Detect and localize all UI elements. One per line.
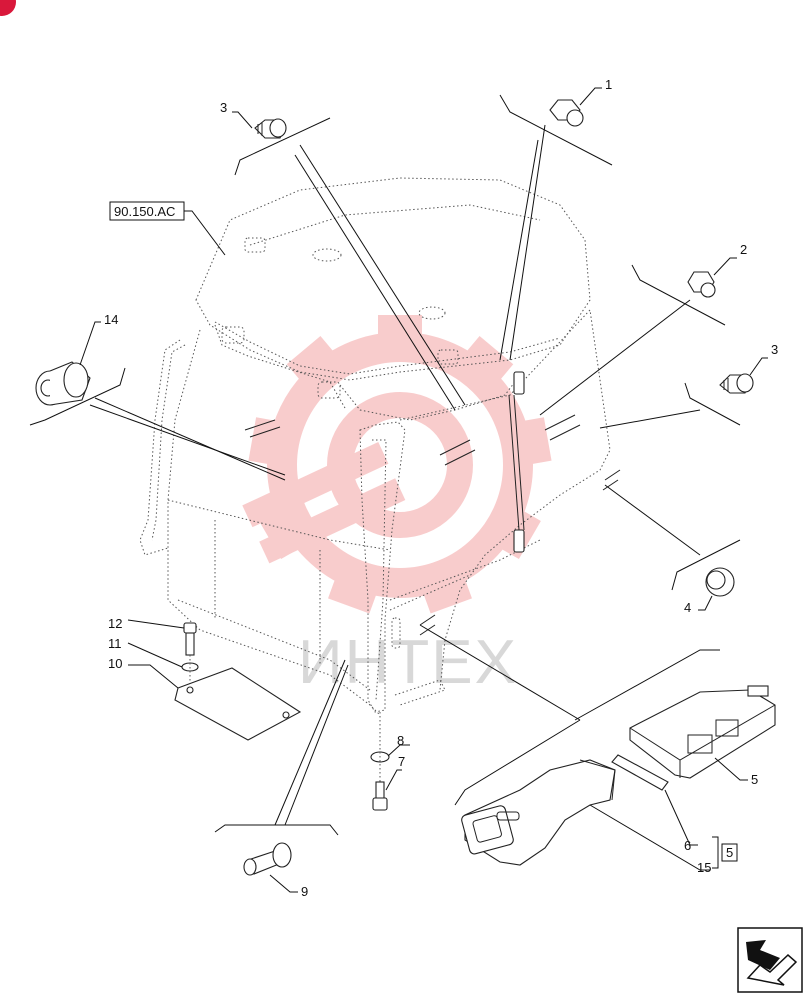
callout-3b: 3 [771, 342, 778, 357]
callout-2: 2 [740, 242, 747, 257]
part-9-bolt [372, 769, 402, 811]
part-7-seal [611, 754, 698, 846]
cab-assembly [139, 177, 621, 716]
watermark-gear-icon [242, 315, 552, 614]
callout-14: 14 [104, 312, 118, 327]
callout-9: 7 [398, 754, 405, 769]
kit-box-6[interactable]: 5 [721, 843, 738, 862]
nav-arrow-icon[interactable] [737, 927, 803, 993]
callout-5: 5 [751, 772, 758, 787]
part-2-plug [687, 257, 737, 298]
callout-1: 1 [605, 77, 612, 92]
part-14-bushing [35, 321, 101, 406]
part-1-plug [499, 87, 602, 361]
callout-3a: 3 [220, 100, 227, 115]
callout-10: 9 [301, 884, 308, 899]
part-3-pin-right [719, 357, 768, 394]
part-13-bolt [127, 619, 197, 656]
part-10-pin [243, 842, 298, 893]
part-4-plug [698, 567, 735, 611]
callout-11: 10 [108, 656, 122, 671]
kit-bracket [712, 836, 719, 869]
callout-12: 11 [108, 636, 122, 651]
part-3-pin-left [232, 111, 287, 139]
callout-13: 12 [108, 616, 122, 631]
reference-box-label: 90.150.AC [114, 204, 175, 219]
part-15-hose [461, 759, 710, 871]
reference-box[interactable]: 90.150.AC [109, 201, 226, 256]
callout-6: 5 [726, 845, 733, 860]
callout-7: 6 [684, 838, 691, 853]
callout-15: 15 [697, 860, 711, 875]
part-11-plate [128, 664, 302, 741]
watermark-text: ИНТЕХ [298, 628, 518, 697]
part-5-duct [629, 685, 776, 781]
corner-badge-icon [0, 0, 16, 16]
callout-4: 4 [684, 600, 691, 615]
callout-8: 8 [397, 733, 404, 748]
